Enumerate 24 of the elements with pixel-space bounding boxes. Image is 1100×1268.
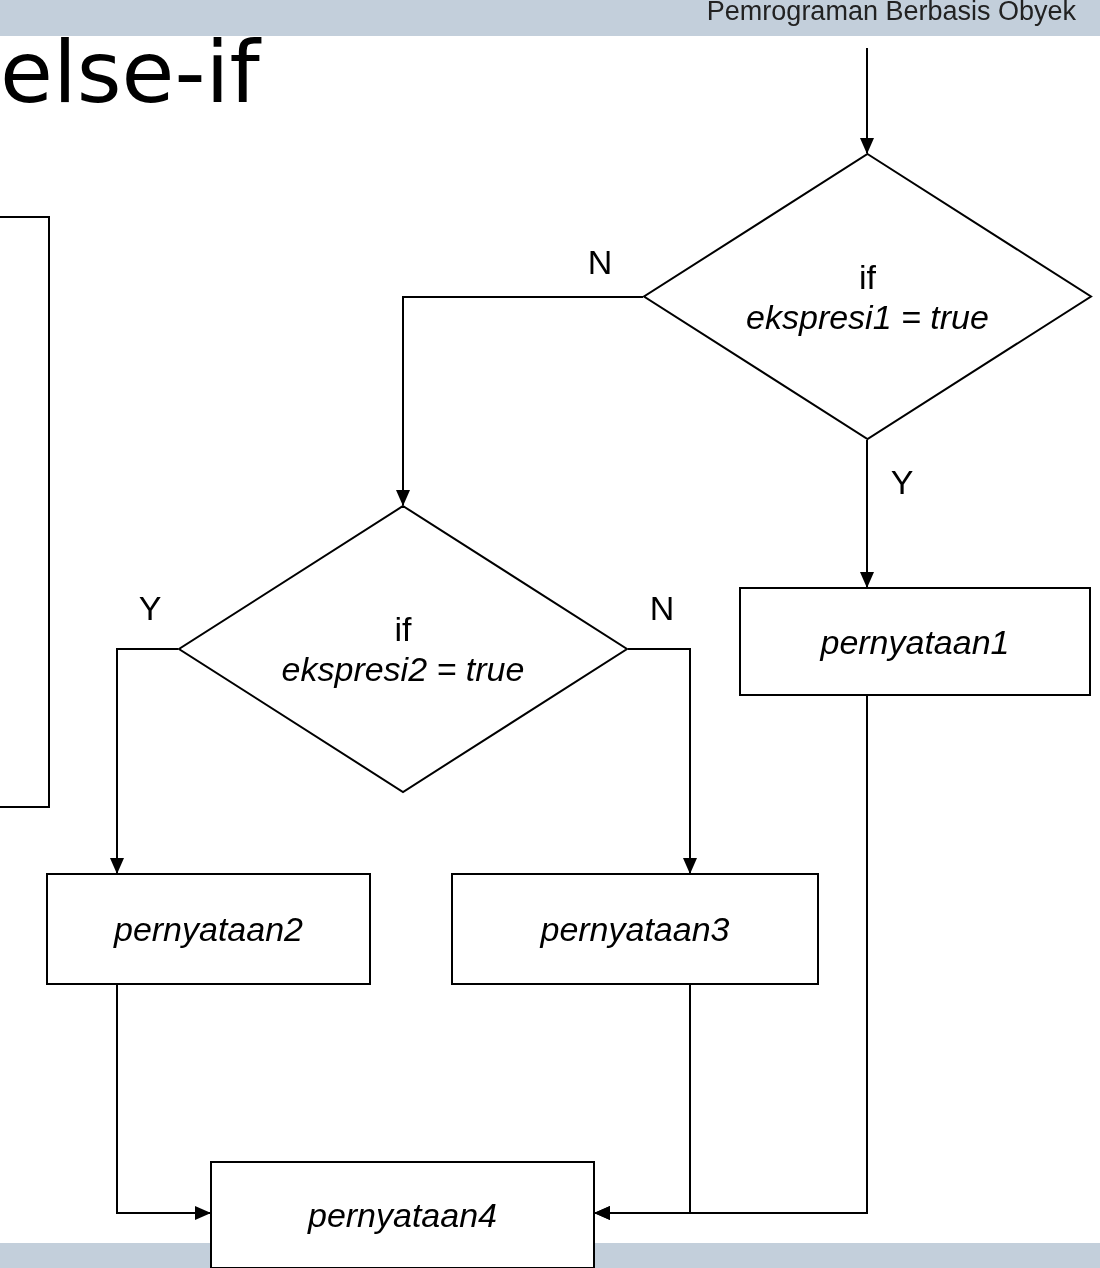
process-box <box>0 216 50 808</box>
process-box <box>739 587 1091 696</box>
arrow <box>860 47 874 154</box>
arrow <box>110 648 179 874</box>
statement-text: pernyataan4 <box>307 1195 497 1235</box>
slide-title: else-if <box>0 22 260 122</box>
keyword-text: if <box>859 256 876 297</box>
process-box <box>46 873 371 985</box>
arrow <box>627 648 697 874</box>
statement-text: pernyataan2 <box>113 909 303 949</box>
arrow <box>860 439 874 588</box>
process-box <box>451 873 819 985</box>
keyword-text: if <box>394 609 412 649</box>
condition-text: ekspresi1 = true <box>746 296 989 337</box>
process-box <box>210 1161 595 1268</box>
statement-text: pernyataan1 <box>820 621 1010 662</box>
arrow <box>594 695 868 1220</box>
decision-diamond <box>643 153 1092 440</box>
arrow <box>116 984 211 1220</box>
condition-text: ekspresi2 = true <box>281 649 525 689</box>
header-text: Pemrograman Berbasis Obyek <box>706 0 1076 25</box>
arrow <box>396 296 644 506</box>
statement-text: pernyataan3 <box>540 909 730 949</box>
decision-diamond <box>178 505 628 793</box>
